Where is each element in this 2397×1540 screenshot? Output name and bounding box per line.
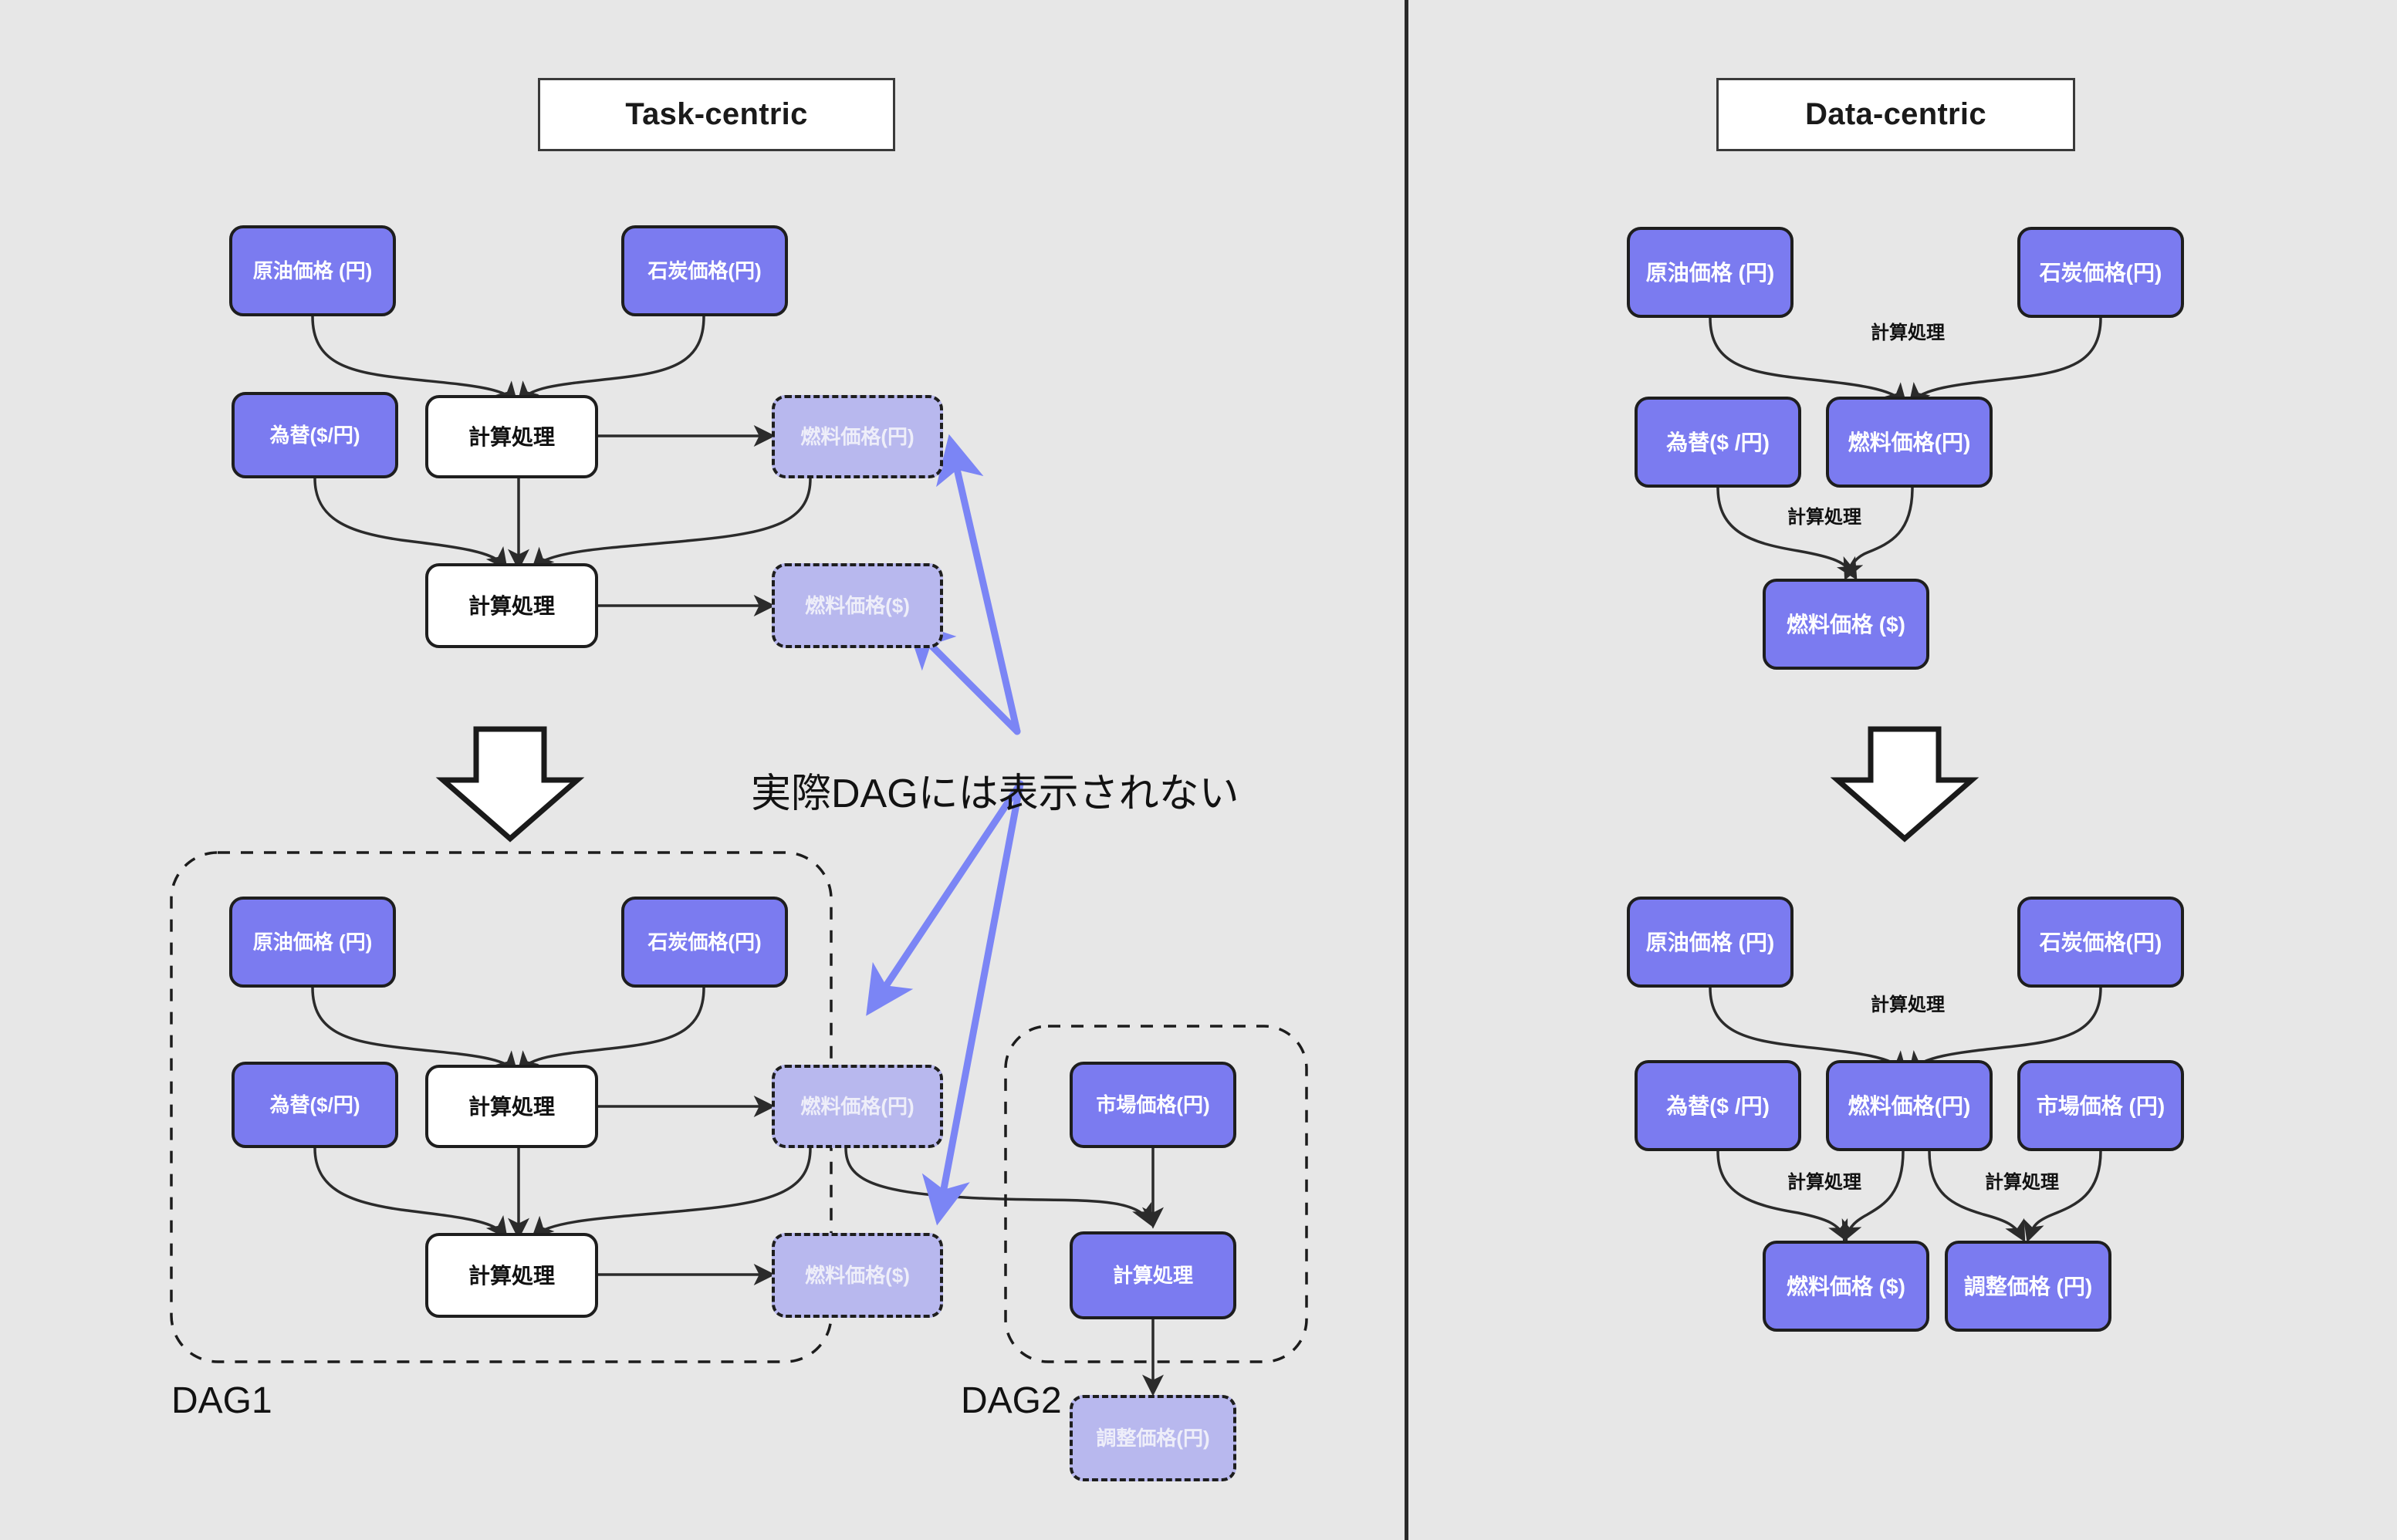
node-adjusted-price-ghost-dag2[interactable]: 調整価格(円) <box>1070 1395 1236 1481</box>
node-label: 原油価格 (円) <box>252 258 373 282</box>
node-fuel-price-yen-ghost-dag1[interactable]: 燃料価格(円) <box>772 1065 943 1148</box>
node-label: 燃料価格 ($) <box>1786 1274 1905 1299</box>
node-coal-price-bottom-right[interactable]: 石炭価格(円) <box>2017 897 2184 988</box>
node-label: 石炭価格(円) <box>647 930 762 954</box>
edge-label-right-bottom-3: 計算処理 <box>1985 1172 2059 1193</box>
node-label: 為替($ /円) <box>1666 1093 1770 1118</box>
node-fx-rate-top-right[interactable]: 為替($ /円) <box>1635 397 1801 488</box>
block-arrow-left <box>435 726 585 843</box>
edge-label-right-bottom-1: 計算処理 <box>1871 995 1945 1015</box>
panel-title-task-centric-label: Task-centric <box>625 97 808 131</box>
node-fuel-price-usd-ghost-dag1[interactable]: 燃料価格($) <box>772 1233 943 1318</box>
node-fuel-price-yen-ghost-top-left[interactable]: 燃料価格(円) <box>772 395 943 478</box>
node-crude-oil-price-top-left[interactable]: 原油価格 (円) <box>229 225 396 316</box>
node-label: 市場価格 (円) <box>2036 1093 2165 1118</box>
node-market-price-bottom-right[interactable]: 市場価格 (円) <box>2017 1060 2184 1151</box>
annotation-arrow-to-fuelyen-top <box>936 434 1021 735</box>
node-fx-rate-top-left[interactable]: 為替($/円) <box>232 392 398 478</box>
node-label: 市場価格(円) <box>1096 1093 1210 1116</box>
panel-title-data-centric-label: Data-centric <box>1805 97 1986 131</box>
dag1-boundary <box>170 851 833 1363</box>
node-task-1-top-left[interactable]: 計算処理 <box>425 395 598 478</box>
node-label: 石炭価格(円) <box>647 258 762 282</box>
node-label: 燃料価格(円) <box>1848 1093 1971 1118</box>
node-label: 石炭価格(円) <box>2039 930 2162 954</box>
node-task-dag2[interactable]: 計算処理 <box>1070 1231 1236 1319</box>
node-label: 計算処理 <box>468 1263 555 1288</box>
annotation-text: 実際DAGには表示されない <box>751 772 1239 816</box>
annotation-arrows <box>866 434 1024 1226</box>
node-task-2-top-left[interactable]: 計算処理 <box>425 563 598 648</box>
node-fuel-price-yen-bottom-right[interactable]: 燃料価格(円) <box>1826 1060 1993 1151</box>
node-fuel-price-usd-ghost-top-left[interactable]: 燃料価格($) <box>772 563 943 648</box>
node-label: 燃料価格 ($) <box>1786 612 1905 637</box>
node-task-2-dag1[interactable]: 計算処理 <box>425 1233 598 1318</box>
node-crude-oil-price-dag1[interactable]: 原油価格 (円) <box>229 897 396 988</box>
node-fuel-price-yen-top-right[interactable]: 燃料価格(円) <box>1826 397 1993 488</box>
node-label: 為替($/円) <box>269 1093 360 1116</box>
node-label: 原油価格 (円) <box>1645 930 1775 954</box>
node-label: 石炭価格(円) <box>2039 260 2162 285</box>
dag1-label: DAG1 <box>171 1380 272 1421</box>
block-arrows <box>435 726 1979 843</box>
node-task-1-dag1[interactable]: 計算処理 <box>425 1065 598 1148</box>
dag2-label: DAG2 <box>961 1380 1062 1421</box>
node-adjusted-price-bottom-right[interactable]: 調整価格 (円) <box>1945 1241 2111 1332</box>
annotation-arrow-to-fuelyen-dag1 <box>866 780 1024 1016</box>
node-label: 調整価格(円) <box>1096 1426 1210 1450</box>
node-label: 燃料価格($) <box>805 593 910 617</box>
node-label: 計算処理 <box>468 1094 555 1119</box>
node-label: 調整価格 (円) <box>1963 1274 2093 1299</box>
panel-title-data-centric: Data-centric <box>1716 78 2075 151</box>
node-label: 燃料価格(円) <box>1848 430 1971 454</box>
node-label: 為替($ /円) <box>1666 430 1770 454</box>
node-market-price-dag2[interactable]: 市場価格(円) <box>1070 1062 1236 1148</box>
node-label: 計算処理 <box>468 424 555 449</box>
right-top-edges <box>1709 317 2102 581</box>
annotation-arrow-to-fuelusd-dag1 <box>921 780 1024 1226</box>
node-coal-price-top-right[interactable]: 石炭価格(円) <box>2017 227 2184 318</box>
node-label: 燃料価格(円) <box>800 1094 915 1118</box>
node-label: 計算処理 <box>1112 1263 1193 1287</box>
edge-label-right-bottom-2: 計算処理 <box>1787 1172 1861 1193</box>
edge-label-right-top-1: 計算処理 <box>1871 323 1945 343</box>
node-coal-price-dag1[interactable]: 石炭価格(円) <box>621 897 788 988</box>
dag1-edges <box>311 987 1152 1285</box>
block-arrow-right <box>1830 726 1979 843</box>
node-label: 燃料価格(円) <box>800 424 915 448</box>
dag-containers <box>170 851 1308 1363</box>
panel-divider <box>1405 0 1408 1540</box>
node-label: 為替($/円) <box>269 423 360 447</box>
node-coal-price-top-left[interactable]: 石炭価格(円) <box>621 225 788 316</box>
node-label: 燃料価格($) <box>805 1263 910 1287</box>
node-fuel-price-usd-bottom-right[interactable]: 燃料価格 ($) <box>1763 1241 1929 1332</box>
node-label: 原油価格 (円) <box>1645 260 1775 285</box>
node-fuel-price-usd-top-right[interactable]: 燃料価格 ($) <box>1763 579 1929 670</box>
node-label: 原油価格 (円) <box>252 930 373 954</box>
right-bottom-edges <box>1709 987 2102 1243</box>
node-fx-rate-bottom-right[interactable]: 為替($ /円) <box>1635 1060 1801 1151</box>
edge-label-right-top-2: 計算処理 <box>1787 507 1861 528</box>
top-left-edges <box>311 316 812 616</box>
panel-title-task-centric: Task-centric <box>538 78 895 151</box>
node-label: 計算処理 <box>468 593 555 618</box>
node-crude-oil-price-bottom-right[interactable]: 原油価格 (円) <box>1627 897 1794 988</box>
node-fx-rate-dag1[interactable]: 為替($/円) <box>232 1062 398 1148</box>
node-crude-oil-price-top-right[interactable]: 原油価格 (円) <box>1627 227 1794 318</box>
